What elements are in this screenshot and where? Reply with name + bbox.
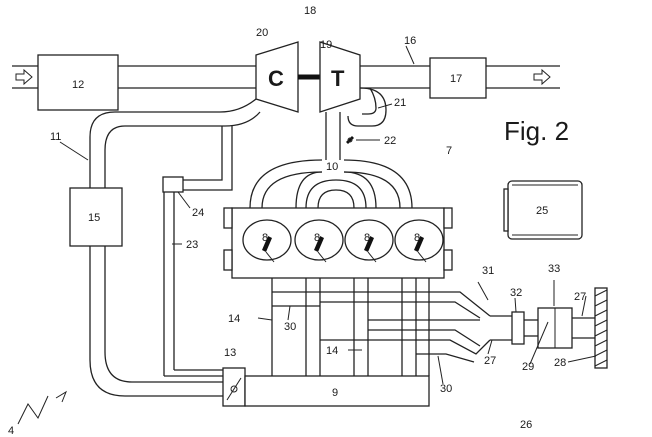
sensor-22-icon <box>346 136 354 144</box>
reference-numerals: 4 7 8 8 8 8 9 10 11 12 13 14 14 15 16 17… <box>8 5 586 437</box>
label-31: 31 <box>482 265 494 277</box>
label-25: 25 <box>536 205 548 217</box>
egr-line <box>162 126 233 377</box>
label-19: 19 <box>320 39 332 51</box>
label-17: 17 <box>450 73 462 85</box>
label-24: 24 <box>192 207 204 219</box>
label-8: 8 <box>364 232 370 244</box>
label-13: 13 <box>224 347 236 359</box>
label-22: 22 <box>384 135 396 147</box>
ecu-25 <box>503 180 583 240</box>
inlet-arrow-icon <box>15 68 33 86</box>
label-14: 14 <box>326 345 338 357</box>
label-33: 33 <box>548 263 560 275</box>
injector-icon <box>262 236 427 263</box>
label-23: 23 <box>186 239 198 251</box>
wall-28 <box>594 287 608 369</box>
outlet-arrow-icon <box>533 68 551 86</box>
label-7: 7 <box>446 145 452 157</box>
compressor-letter: C <box>268 66 284 91</box>
throttle-13 <box>222 367 246 407</box>
block-33 <box>537 307 595 349</box>
label-15: 15 <box>88 212 100 224</box>
label-8: 8 <box>262 232 268 244</box>
label-32: 32 <box>510 287 522 299</box>
turbine <box>319 41 361 113</box>
label-8: 8 <box>314 232 320 244</box>
label-20: 20 <box>256 27 268 39</box>
turbine-letter: T <box>331 66 345 91</box>
leader-lines <box>17 45 597 425</box>
exhaust-manifold-10 <box>249 112 413 209</box>
label-18: 18 <box>304 5 316 17</box>
label-30: 30 <box>440 383 452 395</box>
label-26: 26 <box>520 419 532 431</box>
label-16: 16 <box>404 35 416 47</box>
compressor <box>255 41 299 113</box>
label-30: 30 <box>284 321 296 333</box>
label-9: 9 <box>332 387 338 399</box>
label-4: 4 <box>8 425 14 437</box>
exhaust-branch <box>272 291 512 363</box>
label-28: 28 <box>554 357 566 369</box>
label-21: 21 <box>394 97 406 109</box>
charge-air-pipe <box>89 98 261 397</box>
label-12: 12 <box>72 79 84 91</box>
label-27: 27 <box>484 355 496 367</box>
main-duct <box>12 65 560 89</box>
wastegate-21 <box>347 87 387 127</box>
figure-title: Fig. 2 <box>504 116 569 146</box>
label-11: 11 <box>50 131 61 143</box>
intake-manifold-9 <box>244 278 430 407</box>
block-32 <box>511 311 525 345</box>
block-17 <box>429 57 487 99</box>
label-29: 29 <box>522 361 534 373</box>
block-15 <box>69 187 123 247</box>
label-10: 10 <box>326 161 338 173</box>
label-14: 14 <box>228 313 240 325</box>
label-27: 27 <box>574 291 586 303</box>
label-8: 8 <box>414 232 420 244</box>
turbocharger <box>255 41 361 113</box>
block-12 <box>37 54 119 111</box>
